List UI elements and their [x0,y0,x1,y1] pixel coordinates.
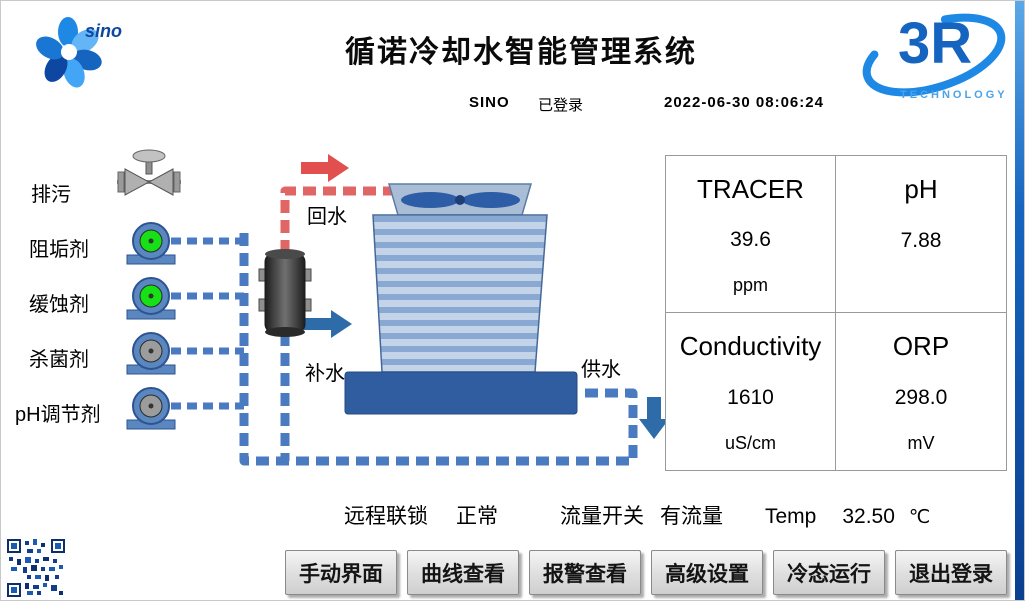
dosing-pipes [171,237,244,410]
interlock-value: 正常 [456,505,498,528]
button-alarm-view[interactable]: 报警查看 [529,550,641,595]
button-advanced-settings[interactable]: 高级设置 [651,550,763,595]
conductivity-value: 1610 [727,385,774,409]
tracer-unit: ppm [732,275,768,295]
orp-label: ORP [892,331,950,361]
conductivity-unit: uS/cm [724,433,776,453]
return-water-pipe [280,186,393,253]
3r-logo-subtext: TECHNOLOGY [900,89,1008,101]
panel-cell-orp: ORP 298.0 mV [836,313,1006,470]
panel-cell-conductivity: Conductivity 1610 uS/cm [666,313,836,470]
button-manual-screen[interactable]: 手动界面 [285,550,397,595]
label-corrosion-inhibitor: 缓蚀剂 [29,294,89,316]
pipe-network [171,186,638,466]
login-status: 已登录 [538,97,584,114]
button-curve-view[interactable]: 曲线查看 [407,550,519,595]
return-flow-arrow-icon [301,154,349,182]
flow-switch-value: 有流量 [660,505,723,528]
blowdown-valve-icon[interactable] [117,149,181,196]
3r-logo: 3R TECHNOLOGY [856,3,1008,115]
label-blowdown: 排污 [31,184,71,206]
pump-icon-biocide[interactable] [126,332,176,375]
tracer-value: 39.6 [730,228,771,251]
3r-swoosh-icon [862,13,1006,97]
makeup-flow-arrow-icon [304,310,352,338]
label-biocide: 杀菌剂 [29,349,89,371]
fan-blade-icon [401,192,459,208]
main-loop-pipe [239,233,638,466]
edge-strip [1015,1,1024,600]
cooling-tower [344,183,578,415]
fan-blade-icon [462,192,520,208]
label-return-water: 回水 [307,206,347,228]
fan-hub-icon [455,195,465,205]
label-ph-regulator: pH调节剂 [15,404,101,426]
orp-value: 298.0 [894,385,948,409]
logged-in-user: SINO [469,94,510,111]
temp-unit: ℃ [908,507,931,528]
3r-logo-text: 3R [898,11,973,76]
conductivity-label: Conductivity [679,331,822,361]
tracer-label: TRACER [697,174,804,204]
tower-body [372,214,548,373]
heat-exchanger-icon [258,249,312,337]
sino-logo: sino [23,5,135,95]
interlock-label: 远程联锁 [344,505,428,528]
temp-label: Temp [765,505,817,528]
pump-icon-ph-regulator[interactable] [126,387,176,430]
temp-value: 32.50 [842,505,895,528]
pump-icon-corrosion-inhibitor[interactable] [126,277,176,320]
label-supply-water: 供水 [581,359,621,381]
ph-value: 7.88 [900,228,942,252]
ph-label: pH [904,174,938,204]
status-bar: 远程联锁 正常 流量开关 有流量 Temp 32.50 ℃ [344,500,930,530]
datetime: 2022-06-30 08:06:24 [664,94,824,111]
sino-logo-text: sino [85,21,123,41]
supply-flow-arrow-icon [639,397,669,439]
qr-code [7,539,65,597]
tower-basin [344,371,578,415]
panel-cell-ph: pH 7.88 [836,156,1006,313]
button-bar: 手动界面 曲线查看 报警查看 高级设置 冷态运行 退出登录 [285,550,1007,595]
sino-pinwheel-icon [36,17,102,88]
label-makeup-water: 补水 [305,363,345,385]
page-title: 循诺冷却水智能管理系统 [345,36,697,69]
flow-arrows [301,154,669,439]
button-logout[interactable]: 退出登录 [895,550,1007,595]
orp-unit: mV [907,433,935,453]
flow-switch-label: 流量开关 [560,505,644,528]
pump-icon-scale-inhibitor[interactable] [126,222,176,265]
button-cold-run[interactable]: 冷态运行 [773,550,885,595]
panel-cell-tracer: TRACER 39.6 ppm [666,156,836,313]
label-scale-inhibitor: 阻垢剂 [29,239,89,261]
measurement-panel: TRACER 39.6 ppm pH 7.88 Conductivity 161… [665,155,1007,471]
